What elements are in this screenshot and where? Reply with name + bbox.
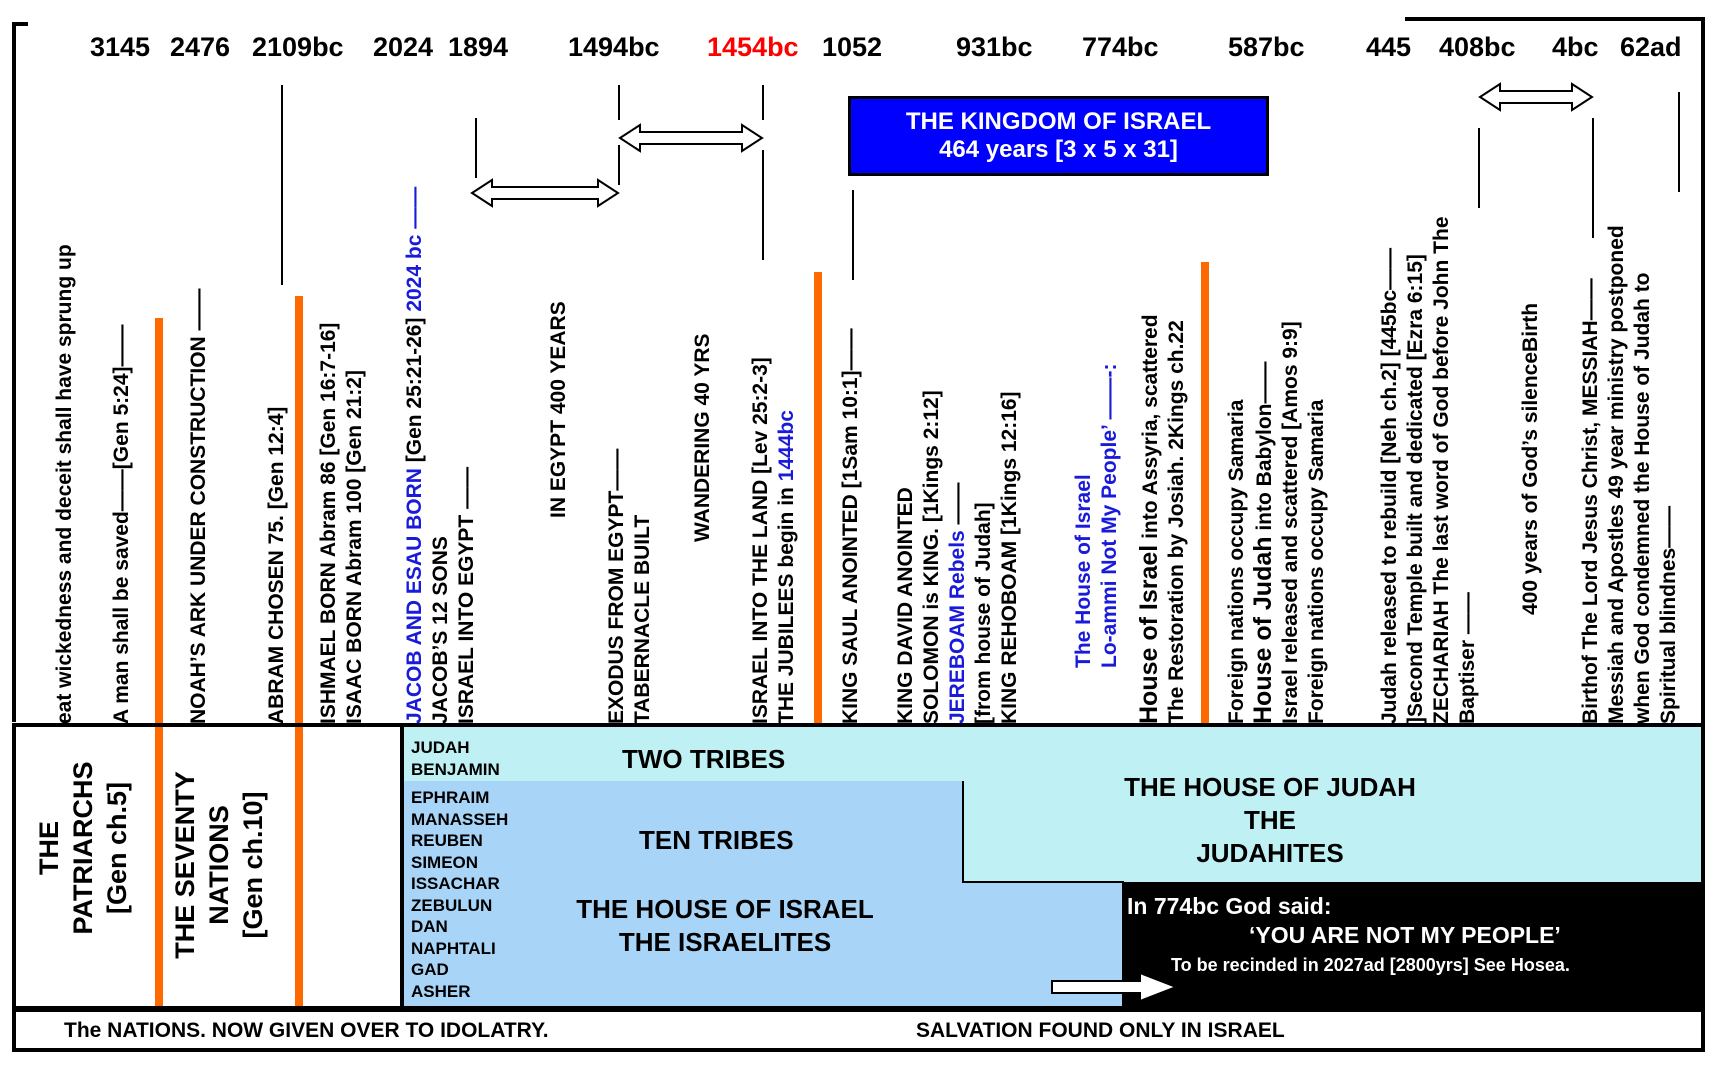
col3-text: NOAH’S ARK UNDER CONSTRUCTION —— [187,288,210,724]
col9-text: WANDERING 40 YRS [691,333,714,543]
step-line-1 [962,781,964,883]
not-my-people-text: ‘YOU ARE NOT MY PEOPLE’ [1249,922,1561,948]
top-right-line [1405,17,1705,21]
year-2476: 2476 [170,32,231,62]
col4-text: ABRAM CHOSEN 75. [Gen 12:4] [265,406,288,724]
year-2024: 2024 [373,32,434,62]
tick-1454a [762,85,764,120]
year-1494bc: 1494bc [568,32,660,62]
year-62ad: 62ad [1620,32,1682,62]
col7-text: IN EGYPT 400 YEARS [547,301,570,518]
step-line-2 [962,881,1124,883]
tick-1494b [618,145,620,185]
double-arrow-egypt [470,178,620,208]
col11-text: KING SAUL ANOINTED [1Sam 10:1]—— [839,328,862,724]
col5-text: ISHMAEL BORN Abram 86 [Gen 16:7-16]ISAAC… [317,322,366,724]
year-1454bc: 1454bc [707,32,799,62]
tick-1894 [475,118,477,178]
tick-62ad [1678,92,1680,192]
year-774bc: 774bc [1082,32,1159,62]
recinded-text: To be recinded in 2027ad [2800yrs] See H… [1171,955,1570,975]
year-1052: 1052 [822,32,883,62]
double-arrow-silence [1478,82,1594,112]
ten-tribes-area [404,781,964,1006]
divider-patriarchs [400,723,404,1010]
orange-bar-3 [814,272,822,724]
year-4bc: 4bc [1552,32,1599,62]
col8-text: EXODUS FROM EGYPT——TABERNACLE BUILT [605,448,654,724]
orange-bar-2 [295,296,303,1008]
year-931bc: 931bc [956,32,1033,62]
orange-bar-1 [155,318,163,1008]
kingdom-box: THE KINGDOM OF ISRAEL 464 years [3 x 5 x… [848,96,1269,176]
tick-774 [852,190,854,280]
god-said-text: In 774bc God said: [1127,893,1332,919]
left-border-top [12,22,16,722]
kingdom-years: 464 years [3 x 5 x 31] [939,136,1178,163]
tick-1454b [762,150,764,260]
col15-text: Foreign nations occupy Samaria House of … [1225,321,1328,724]
year-1894: 1894 [448,32,509,62]
col2-text: A man shall be saved——[Gen 5:24]—— [110,324,133,724]
col6-text: JACOB AND ESAU BORN [Gen 25:21-26] 2024 … [403,186,478,724]
footer-nations: The NATIONS. NOW GIVEN OVER TO IDOLATRY. [64,1019,549,1042]
year-587bc: 587bc [1228,32,1305,62]
footer-salvation: SALVATION FOUND ONLY IN ISRAEL [916,1019,1285,1042]
footer-bar [12,1008,1705,1052]
year-408bc: 408bc [1439,32,1516,62]
col10-text: ISRAEL INTO THE LAND [Lev 25:2-3] THE JU… [749,357,798,724]
year-2109bc: 2109bc [252,32,344,62]
col18-text: Birthof The Lord Jesus Christ, MESSIAH——… [1579,225,1680,724]
tick-messiah [1592,118,1594,238]
tick-zech [1478,128,1480,208]
col16-text: Judah released to rebuild [Neh ch.2] [44… [1378,216,1479,724]
col14-text: House of Israel into Assyria, scattered … [1135,314,1188,724]
right-arrow-icon [1051,971,1179,1003]
double-arrow-wandering [618,123,764,153]
year-445: 445 [1366,32,1412,62]
tick-2109 [281,85,283,285]
orange-bar-4 [1201,262,1209,724]
not-my-people-box [1122,882,1701,1006]
tick-1494a [618,85,620,120]
col1-text: eat wickedness and deceit shall have spr… [53,244,76,724]
right-border-top [1701,17,1705,727]
col17-text: 400 years of God’s silenceBirth [1519,302,1542,615]
two-tribes-title: TWO TRIBES [622,744,786,774]
kingdom-title: THE KINGDOM OF ISRAEL [905,108,1212,135]
ten-tribes-title: TEN TRIBES [639,825,794,855]
year-3145: 3145 [90,32,151,62]
top-left-bracket [12,22,28,26]
